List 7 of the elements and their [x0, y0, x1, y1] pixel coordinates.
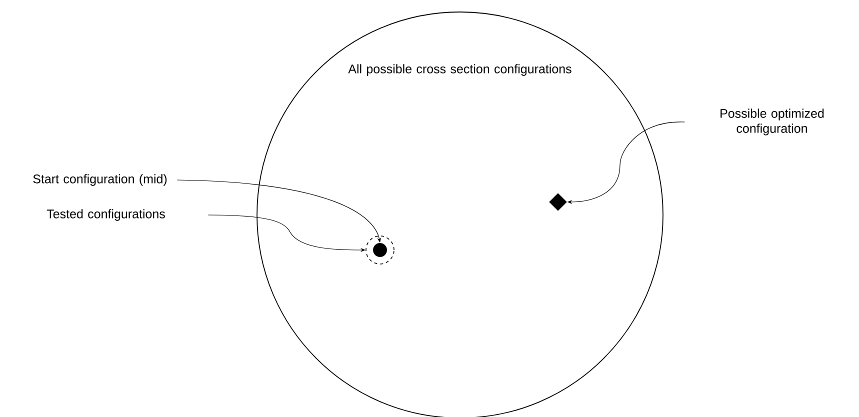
- circle-boundary: All possible cross section configurations: [256, 12, 664, 417]
- dashed-circle: [366, 236, 394, 264]
- filled-diamond: [549, 193, 567, 211]
- filled-dot: [373, 243, 387, 257]
- callout-text: Start configuration (mid): [33, 174, 167, 186]
- callout-text: Tested configurations: [46, 209, 165, 221]
- callout-text: Possible optimized configuration: [720, 108, 824, 136]
